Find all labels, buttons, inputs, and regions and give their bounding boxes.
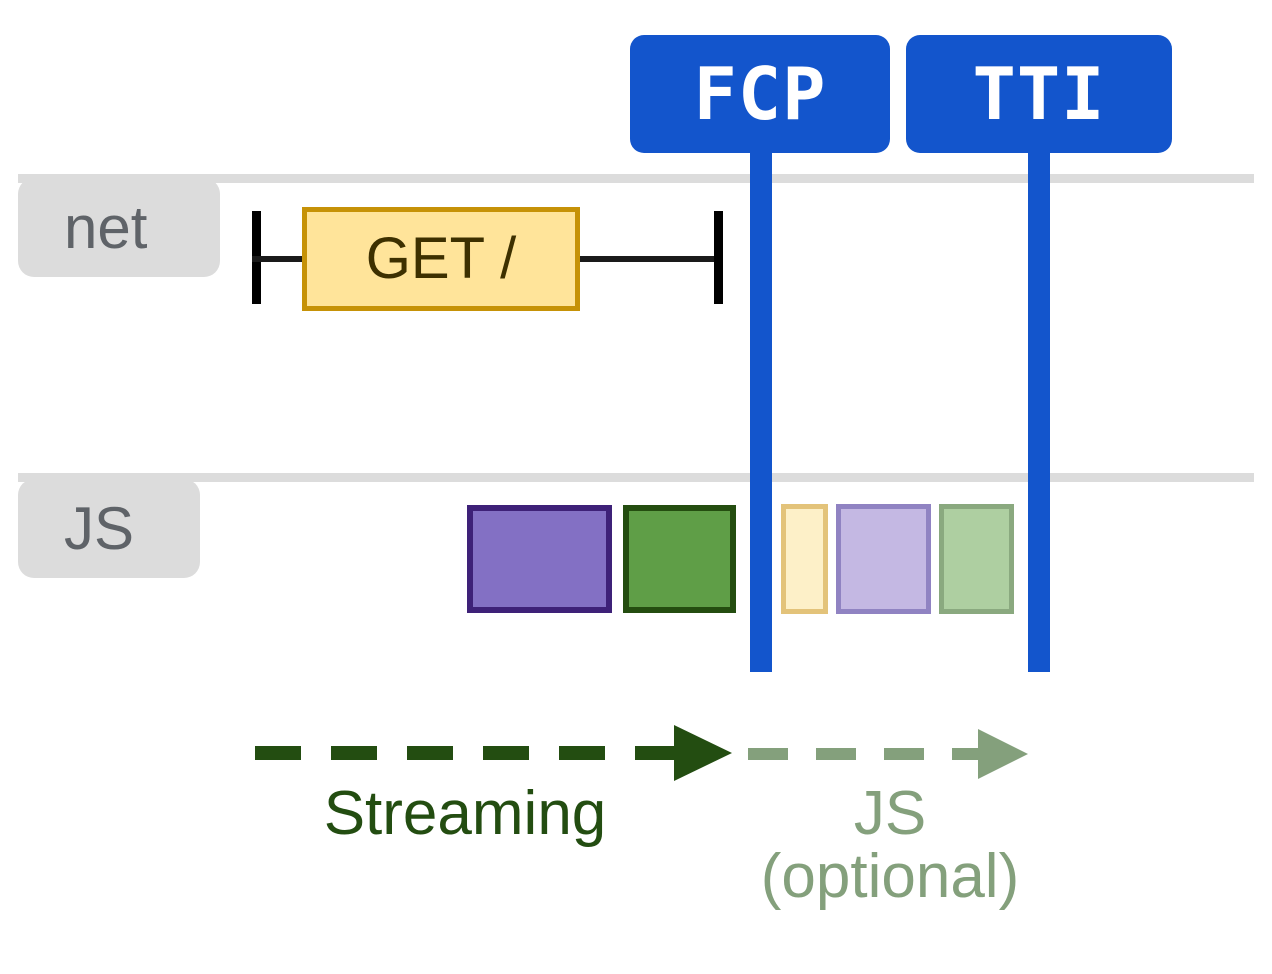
js-task-block-4 [836, 504, 931, 614]
request-bar-label: GET / [365, 226, 517, 291]
streaming-phase-arrow [255, 746, 675, 760]
tti-marker-badge[interactable]: TTI [906, 35, 1172, 153]
fcp-marker-label: FCP [693, 52, 827, 136]
track-label-js: JS [18, 479, 200, 578]
js-task-block-2 [623, 505, 736, 613]
track-label-js-text: JS [64, 494, 135, 562]
request-bar-get-root: GET / [302, 207, 580, 311]
track-label-net-text: net [64, 193, 148, 261]
js-task-block-3 [781, 504, 828, 614]
streaming-phase-label: Streaming [323, 779, 607, 848]
js-optional-arrow-dashes [748, 748, 980, 760]
request-connector-left [252, 256, 307, 262]
js-optional-phase-label: JS (optional) [760, 779, 1020, 912]
track-line-js [18, 473, 1254, 482]
tti-marker-stem [1028, 145, 1050, 672]
js-optional-phase-arrow [748, 748, 980, 760]
streaming-arrow-dashes [255, 746, 675, 760]
track-label-net: net [18, 178, 220, 277]
request-end-tick [714, 211, 723, 304]
fcp-marker-badge[interactable]: FCP [630, 35, 890, 153]
streaming-arrow-head [674, 725, 732, 781]
fcp-marker-stem [750, 145, 772, 672]
tti-marker-label: TTI [972, 52, 1106, 136]
js-task-block-1 [467, 505, 612, 613]
js-optional-arrow-head [978, 729, 1028, 779]
track-line-net [18, 174, 1254, 183]
request-connector-right [576, 256, 721, 262]
js-task-block-5 [939, 504, 1014, 614]
